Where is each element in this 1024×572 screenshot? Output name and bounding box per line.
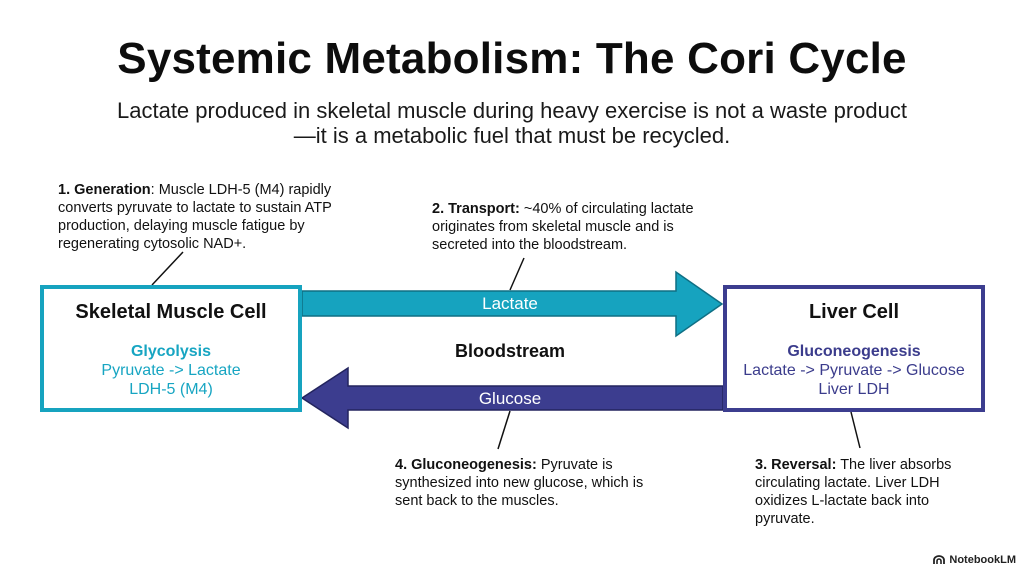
reversal-note-heading: 3. Reversal:	[755, 457, 837, 473]
liver-enzyme: Liver LDH	[818, 381, 890, 398]
muscle-enzyme: LDH-5 (M4)	[129, 381, 213, 398]
brand-label: NotebookLM	[949, 554, 1016, 566]
page-subtitle: Lactate produced in skeletal muscle duri…	[117, 98, 907, 148]
notebooklm-logo-icon	[933, 555, 946, 564]
gluconeogenesis-leader-line	[497, 410, 511, 450]
reversal-note: 3. Reversal: The liver absorbs circulati…	[755, 456, 985, 528]
notebooklm-brand: NotebookLM	[933, 554, 1016, 566]
liver-process: Gluconeogenesis	[787, 343, 921, 360]
muscle-process: Glycolysis	[130, 343, 212, 360]
liver-reaction: Lactate -> Pyruvate -> Glucose	[743, 362, 965, 379]
transport-note-heading: 2. Transport:	[432, 201, 520, 217]
generation-note-text: : Muscle LDH-5 (M4) rapidly converts pyr…	[58, 182, 332, 252]
lactate-arrow-label: Lactate	[482, 294, 538, 313]
gluconeogenesis-note-text: Pyruvate is synthesized into new glucose…	[395, 457, 644, 509]
generation-note-heading: 1. Generation	[58, 182, 151, 198]
transport-note-text: ~40% of circulating lactate originates f…	[432, 201, 694, 253]
transport-note: 2. Transport: ~40% of circulating lactat…	[432, 200, 732, 254]
generation-note: 1. Generation: Muscle LDH-5 (M4) rapidly…	[58, 181, 358, 253]
liver-cell-box: Liver Cell Gluconeogenesis Lactate -> Py…	[723, 285, 985, 412]
liver-box-title: Liver Cell	[808, 301, 900, 323]
skeletal-muscle-cell-box: Skeletal Muscle Cell Glycolysis Pyruvate…	[40, 285, 302, 412]
transport-leader-line	[509, 257, 525, 291]
reversal-leader-line	[850, 411, 861, 449]
lactate-arrow	[301, 270, 724, 338]
page-title: Systemic Metabolism: The Cori Cycle	[117, 34, 907, 83]
muscle-reaction: Pyruvate -> Lactate	[101, 362, 241, 379]
reversal-note-text: The liver absorbs circulating lactate. L…	[755, 457, 952, 527]
generation-leader-line	[151, 251, 184, 286]
glucose-arrow-label: Glucose	[478, 389, 542, 408]
gluconeogenesis-note-heading: 4. Gluconeogenesis:	[395, 457, 537, 473]
gluconeogenesis-note: 4. Gluconeogenesis: Pyruvate is synthesi…	[395, 456, 655, 510]
bloodstream-label: Bloodstream	[454, 341, 566, 361]
glucose-arrow	[300, 366, 724, 430]
muscle-box-title: Skeletal Muscle Cell	[75, 301, 267, 323]
